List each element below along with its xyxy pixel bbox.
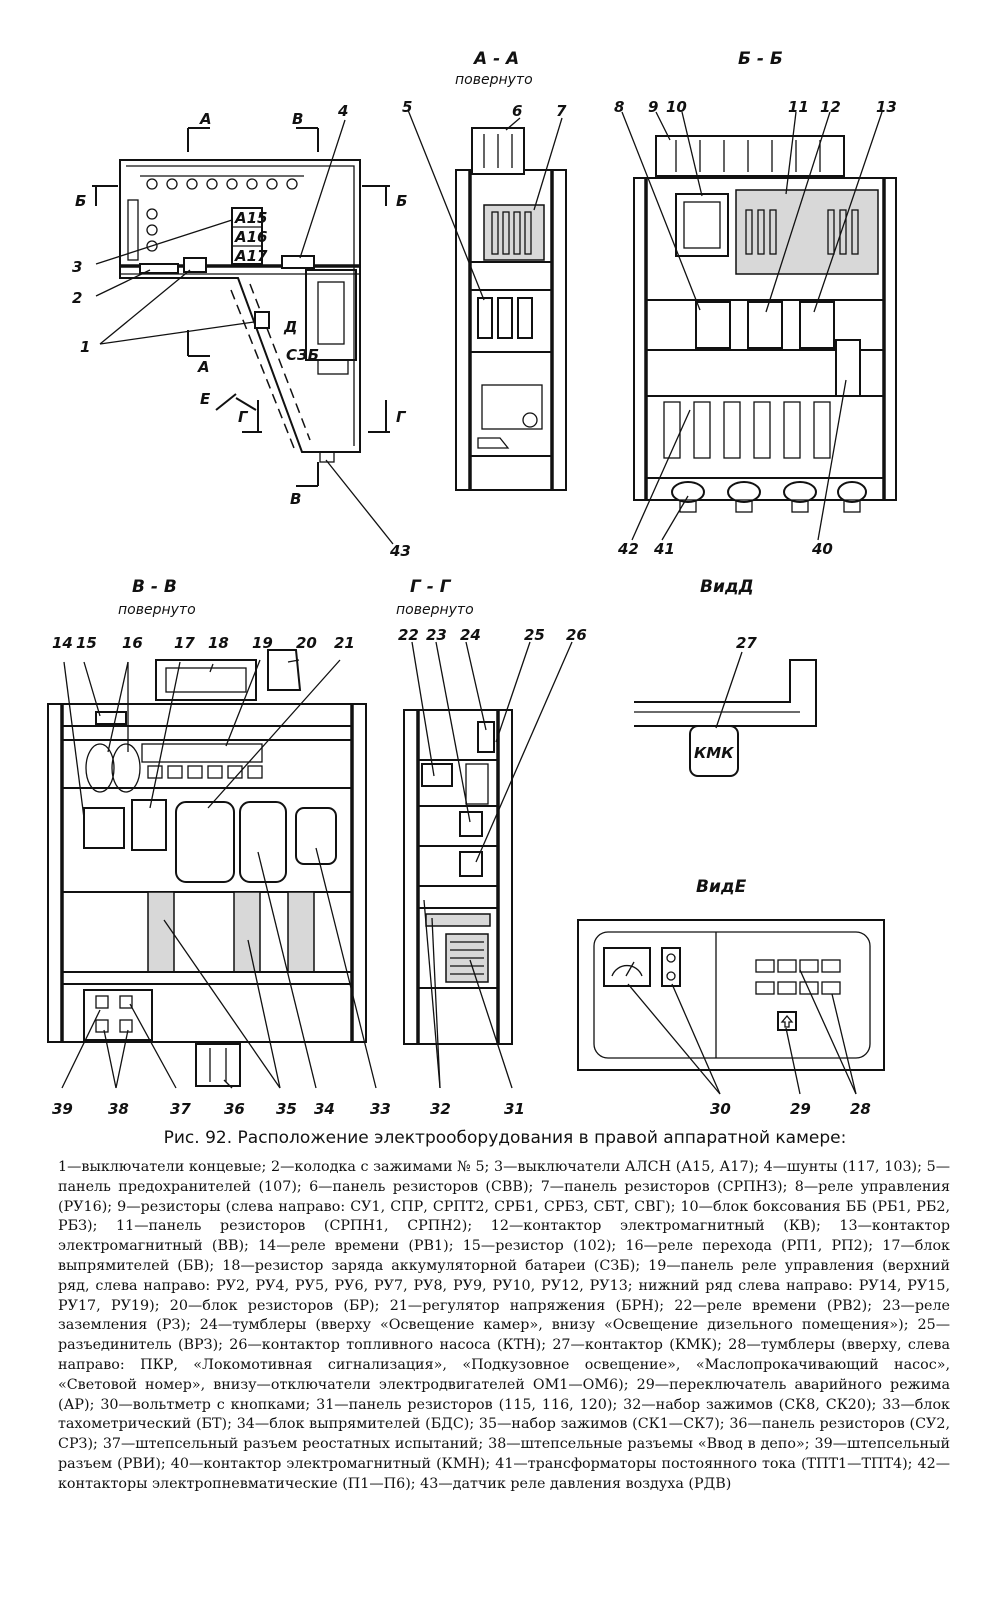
callout-42: 42 bbox=[617, 540, 639, 558]
callout-16: 16 bbox=[122, 634, 143, 652]
callout-4: 4 bbox=[337, 102, 348, 120]
label-b-left: Б bbox=[75, 192, 86, 210]
callout-23: 23 bbox=[426, 626, 447, 644]
callout-35: 35 bbox=[276, 1100, 297, 1118]
callout-43: 43 bbox=[389, 542, 411, 560]
callout-6: 6 bbox=[512, 102, 522, 120]
view-e: ВидЕ 30 29 28 bbox=[577, 877, 885, 1118]
callout-22: 22 bbox=[398, 626, 419, 644]
label-a-top: А bbox=[199, 110, 212, 128]
callout-9: 9 bbox=[648, 98, 658, 116]
callout-7: 7 bbox=[556, 102, 567, 120]
callout-24: 24 bbox=[460, 626, 481, 644]
subtitle-v-v: повернуто bbox=[118, 602, 196, 618]
figure-caption: Рис. 92. Расположение электрооборудовани… bbox=[163, 1128, 847, 1148]
title-a-a: А - А bbox=[472, 49, 519, 69]
callout-38: 38 bbox=[108, 1100, 129, 1118]
plan-view: А15 А16 А17 СЗБ А В Б Б А Д Е Г Г bbox=[72, 102, 411, 560]
callout-20: 20 bbox=[296, 634, 317, 652]
callout-19: 19 bbox=[252, 634, 273, 652]
callout-37: 37 bbox=[170, 1100, 191, 1118]
callout-28: 28 bbox=[850, 1100, 871, 1118]
label-e: Е bbox=[200, 390, 211, 408]
label-g-left: Г bbox=[238, 408, 249, 426]
title-vid-e: ВидЕ bbox=[696, 877, 747, 897]
callout-14: 14 bbox=[52, 634, 73, 652]
toggle-row bbox=[755, 959, 841, 995]
figure-legend: 1—выключатели концевые; 2—колодка с зажи… bbox=[58, 1159, 950, 1492]
callout-25: 25 bbox=[524, 626, 545, 644]
label-a15: А15 bbox=[234, 209, 267, 227]
callout-11: 11 bbox=[788, 98, 809, 116]
label-d: Д bbox=[283, 318, 297, 336]
callout-39: 39 bbox=[52, 1100, 73, 1118]
contactor-row bbox=[663, 401, 831, 459]
callout-36: 36 bbox=[224, 1100, 245, 1118]
terminal-row bbox=[140, 175, 304, 190]
title-g-g: Г - Г bbox=[410, 577, 452, 597]
label-b-right: Б bbox=[396, 192, 407, 210]
callout-15: 15 bbox=[76, 634, 97, 652]
callout-2: 2 bbox=[72, 289, 82, 307]
callout-41: 41 bbox=[653, 540, 675, 558]
relay-row bbox=[141, 743, 263, 779]
section-v-v: В - В повернуто bbox=[47, 577, 391, 1118]
callout-33: 33 bbox=[370, 1100, 391, 1118]
callout-1: 1 bbox=[80, 338, 90, 356]
label-kmk: КМК bbox=[694, 744, 734, 762]
title-v-v: В - В bbox=[132, 577, 177, 597]
callout-31: 31 bbox=[504, 1100, 525, 1118]
label-a17: А17 bbox=[234, 247, 268, 265]
callout-40: 40 bbox=[811, 540, 833, 558]
callout-27: 27 bbox=[736, 634, 757, 652]
section-a-a: А - А повернуто 5 6 7 bbox=[402, 49, 567, 491]
title-vid-d: ВидД bbox=[700, 577, 754, 597]
callout-8: 8 bbox=[614, 98, 624, 116]
callout-34: 34 bbox=[314, 1100, 335, 1118]
callout-5: 5 bbox=[402, 98, 412, 116]
callout-12: 12 bbox=[820, 98, 841, 116]
callout-3: 3 bbox=[72, 258, 82, 276]
section-g-g: Г - Г повернуто 22 23 24 25 26 32 bbox=[396, 577, 587, 1118]
callout-13: 13 bbox=[876, 98, 897, 116]
callout-26: 26 bbox=[566, 626, 587, 644]
section-b-b: Б - Б bbox=[614, 49, 897, 558]
title-b-b: Б - Б bbox=[738, 49, 783, 69]
callout-18: 18 bbox=[208, 634, 229, 652]
transformer-row bbox=[671, 481, 867, 513]
subtitle-a-a: повернуто bbox=[455, 72, 533, 88]
label-a-bottom: А bbox=[197, 358, 210, 376]
callout-17: 17 bbox=[174, 634, 195, 652]
label-c3b: СЗБ bbox=[286, 346, 319, 364]
callout-32: 32 bbox=[430, 1100, 451, 1118]
view-d: ВидД КМК 27 bbox=[634, 577, 817, 777]
label-a16: А16 bbox=[234, 228, 267, 246]
callout-21: 21 bbox=[334, 634, 355, 652]
callout-29: 29 bbox=[790, 1100, 811, 1118]
subtitle-g-g: повернуто bbox=[396, 602, 474, 618]
technical-drawing: А15 А16 А17 СЗБ А В Б Б А Д Е Г Г bbox=[47, 49, 897, 1118]
resistor-row bbox=[655, 135, 845, 177]
label-g-right: Г bbox=[396, 408, 407, 426]
label-v-bottom: В bbox=[290, 490, 301, 508]
label-v-top: В bbox=[292, 110, 303, 128]
clamp-sets bbox=[147, 891, 315, 973]
callout-30: 30 bbox=[710, 1100, 731, 1118]
callout-10: 10 bbox=[666, 98, 687, 116]
